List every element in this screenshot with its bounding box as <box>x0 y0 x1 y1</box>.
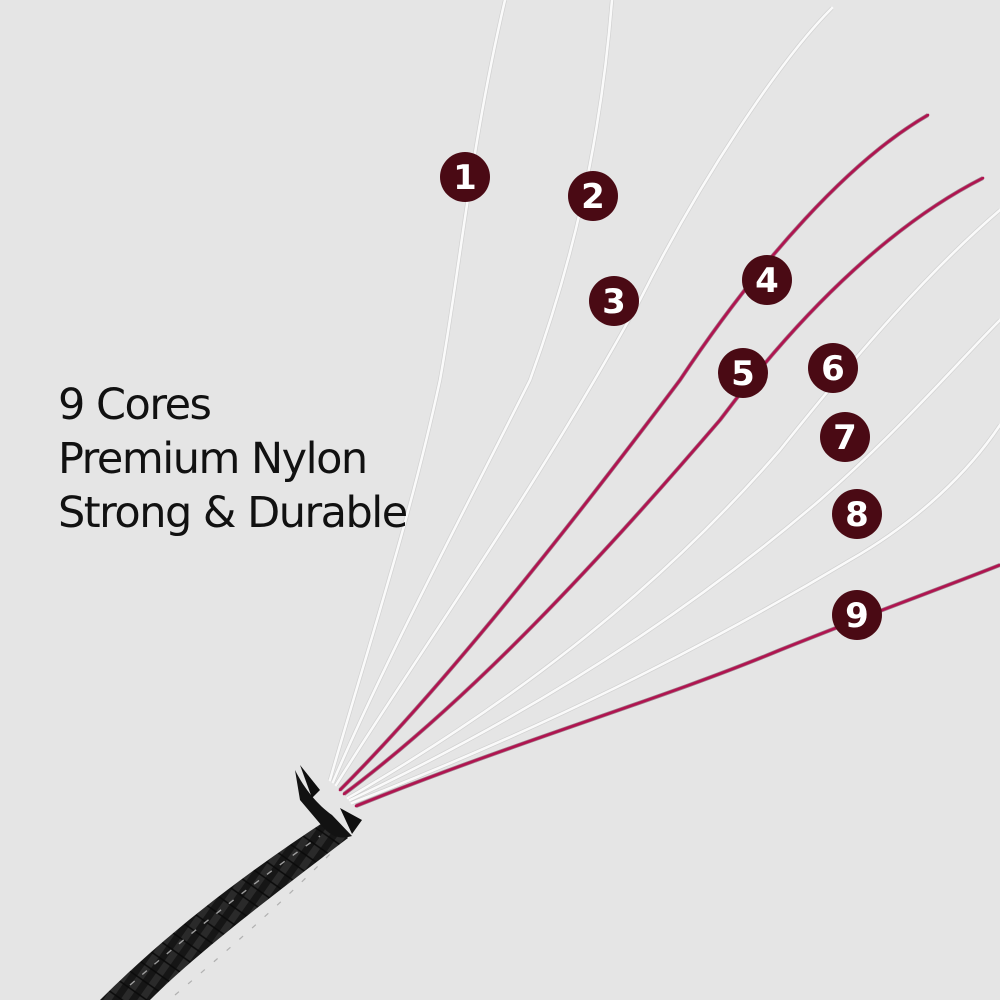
strand-badge-9: 9 <box>832 590 882 640</box>
strand-badges: 1 2 3 4 5 6 7 8 9 <box>440 152 882 640</box>
badge-number: 5 <box>731 354 755 394</box>
strand-badge-6: 6 <box>808 343 858 393</box>
badge-number: 1 <box>453 158 477 198</box>
headline-line-material: Premium Nylon <box>58 434 368 484</box>
badge-number: 3 <box>602 282 626 322</box>
badge-number: 2 <box>581 177 605 217</box>
badge-circle <box>568 171 618 221</box>
strand-badge-7: 7 <box>820 412 870 462</box>
strand-badge-1: 1 <box>440 152 490 202</box>
strand-badge-8: 8 <box>832 489 882 539</box>
headline-line-durability: Strong & Durable <box>58 488 408 538</box>
strand-3 <box>334 6 834 787</box>
badge-number: 4 <box>755 261 779 301</box>
badge-circle <box>742 255 792 305</box>
badge-number: 7 <box>833 418 857 458</box>
product-headline: 9 Cores Premium Nylon Strong & Durable <box>58 378 408 540</box>
strand-badge-4: 4 <box>742 255 792 305</box>
badge-circle <box>832 489 882 539</box>
badge-circle <box>832 590 882 640</box>
badge-circle <box>808 343 858 393</box>
strand-6 <box>346 208 1000 800</box>
strand-badge-2: 2 <box>568 171 618 221</box>
strand-1 <box>328 0 507 782</box>
strand-9 <box>354 563 1000 808</box>
badge-circle <box>589 276 639 326</box>
badge-circle <box>820 412 870 462</box>
cable-strands <box>328 0 1000 808</box>
strand-badge-5: 5 <box>718 348 768 398</box>
strand-7 <box>348 318 1000 802</box>
strand-5 <box>342 176 985 796</box>
badge-number: 9 <box>845 596 869 636</box>
strand-4 <box>338 113 930 792</box>
braided-sheath <box>100 765 362 1000</box>
badge-circle <box>440 152 490 202</box>
strand-badge-3: 3 <box>589 276 639 326</box>
strand-2 <box>331 0 614 784</box>
badge-number: 8 <box>845 495 869 535</box>
strand-8 <box>350 423 1000 805</box>
badge-number: 6 <box>821 349 845 389</box>
badge-circle <box>718 348 768 398</box>
headline-line-cores: 9 Cores <box>58 380 212 430</box>
